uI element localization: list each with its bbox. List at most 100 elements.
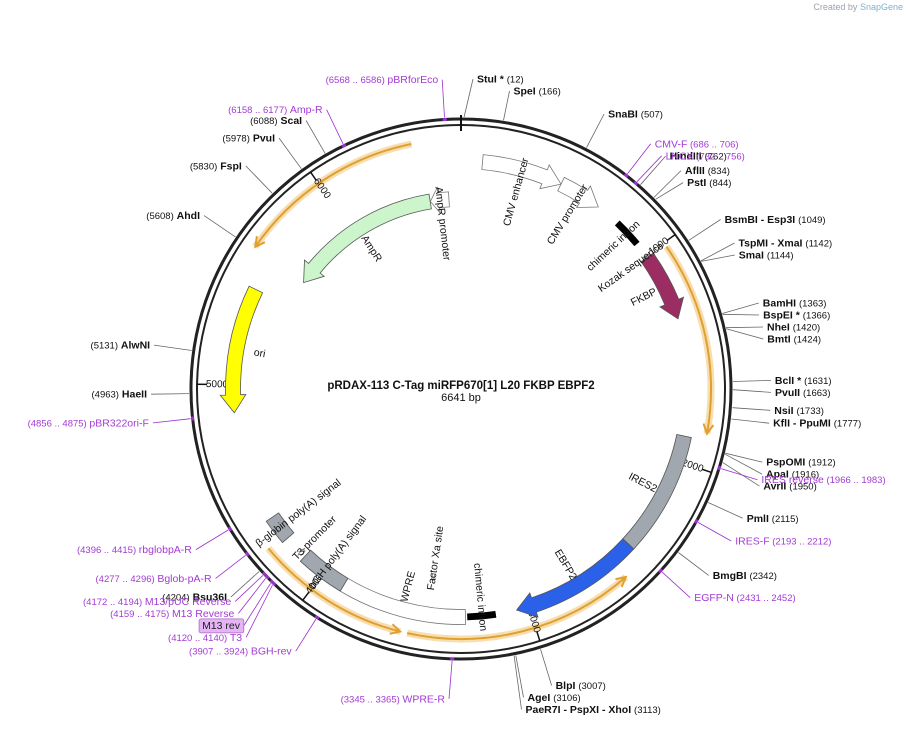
enzyme-nsii: NsiI (1733)	[774, 405, 824, 417]
enzyme-alwni: (5131) AlwNI	[91, 340, 151, 352]
tick-mark	[309, 171, 317, 181]
primer-leader	[636, 155, 662, 182]
enzyme-tspmi-xmai: TspMI - XmaI (1142)	[739, 238, 833, 250]
enzyme-leader	[655, 182, 684, 200]
primer-bglob-pa-r: (4277 .. 4296) Bglob-pA-R	[96, 573, 212, 585]
enzyme-leader	[503, 90, 510, 121]
primer-site-mark	[314, 615, 320, 620]
orf-glow	[252, 140, 413, 249]
orf-arc	[665, 246, 712, 434]
enzyme-leader	[305, 120, 326, 154]
enzyme-pmli: PmlI (2115)	[747, 513, 799, 525]
enzyme-leader	[150, 393, 190, 395]
feature-label-chimeric-intron: chimeric intron	[471, 563, 489, 632]
feature-chimeric-intron	[467, 610, 497, 621]
primer-site-mark	[227, 526, 233, 532]
primer-m13-puc-reverse: (4172 .. 4194) M13/pUC Reverse	[83, 596, 231, 608]
feature-cmv-enhancer	[481, 154, 562, 190]
enzyme-pspomi: PspOMI (1912)	[766, 457, 835, 469]
enzyme-bmgbi: BmgBI (2342)	[713, 570, 777, 582]
primer-leader	[243, 583, 271, 626]
enzyme-leader	[278, 137, 302, 170]
primer-site-mark	[244, 551, 250, 557]
feature-globin-poly-a-signal	[265, 512, 295, 544]
primer-site-mark	[623, 173, 629, 178]
feature-label-ires2: IRES2	[626, 470, 659, 495]
primer-leader	[295, 618, 317, 652]
enzyme-stui: StuI * (12)	[477, 74, 524, 86]
feature-label-ori: ori	[253, 347, 267, 361]
enzyme-leader	[724, 453, 763, 475]
enzyme-agei: AgeI (3106)	[528, 692, 581, 704]
enzyme-leader	[732, 380, 771, 382]
primer-site-mark	[264, 574, 270, 580]
primer-leader	[238, 578, 267, 614]
primer-leader	[215, 554, 246, 579]
enzyme-leader	[540, 648, 552, 686]
enzyme-spei: SpeI (166)	[514, 86, 561, 98]
tick-mark	[701, 468, 712, 474]
enzyme-leader	[515, 655, 524, 698]
enzyme-leader	[726, 328, 764, 340]
tick-mark	[536, 631, 541, 642]
m13-rev-box	[198, 618, 245, 634]
feature-factor-xa-site	[431, 573, 436, 581]
primer-cmv-f: CMV-F (686 .. 706)	[655, 138, 739, 150]
primer-pbrforeco: (6568 .. 6586) pBRforEco	[326, 74, 439, 86]
primer-leader	[661, 571, 691, 598]
enzyme-bsmbi-esp3i: BsmBI - Esp3I (1049)	[725, 214, 826, 226]
enzyme-pvui: (5978) PvuI	[222, 133, 275, 145]
plasmid-name: pRDAX-113 C-Tag miRFP670[1] L20 FKBP EBP…	[327, 380, 594, 392]
enzyme-hindiii: HindIII (762)	[670, 151, 727, 163]
enzyme-leader	[586, 113, 605, 148]
watermark-created-by: Created by	[813, 2, 858, 12]
enzyme-leader	[701, 254, 735, 262]
primer-leader	[245, 584, 273, 638]
feature-label-wpre: WPRE	[398, 570, 418, 604]
snapgene-logo-text: SnapGene	[859, 2, 903, 12]
primer-layer: CMV-F (686 .. 706)LNCX (732 .. 756)IRES …	[28, 74, 886, 705]
primer-leader	[627, 143, 652, 175]
orf-arc	[267, 547, 401, 633]
enzyme-leader	[700, 242, 735, 262]
feature-label-factor-xa-site: Factor Xa site	[425, 525, 446, 591]
feature-label-ampr-promoter: AmpR promoter	[432, 186, 452, 261]
enzyme-bcli: BclI * (1631)	[775, 375, 832, 387]
enzyme-apai: ApaI (1916)	[766, 469, 819, 481]
enzyme-leader	[725, 326, 764, 329]
primer-leader	[720, 468, 758, 481]
primer-t3: (4120 .. 4140) T3	[168, 632, 242, 644]
feature-chimeric-intron	[614, 220, 640, 247]
feature-label-fkbp: FKBP	[629, 286, 659, 309]
enzyme-avrii: AvrII (1950)	[763, 481, 816, 493]
enzyme-bamhi: BamHI (1363)	[763, 298, 827, 310]
primer-leader	[448, 660, 453, 699]
primer-site-mark	[261, 571, 267, 577]
primer-m13-rev: M13 rev	[202, 620, 241, 632]
enzyme-leader	[203, 215, 236, 238]
primer-leader	[152, 418, 191, 424]
enzyme-leader	[732, 407, 771, 411]
feature-label-ebfp2: EBFP2	[552, 547, 579, 582]
enzyme-leader	[732, 389, 772, 393]
primer-site-mark	[633, 180, 639, 186]
primer-ires-reverse: IRES reverse (1966 .. 1983)	[761, 474, 885, 486]
enzyme-bspei: BspEI * (1366)	[763, 310, 830, 322]
tick-label: 5000	[206, 379, 229, 390]
enzyme-leader	[722, 302, 759, 314]
enzyme-paer7i-pspxi-xhoi: PaeR7I - PspXI - XhoI (3113)	[526, 704, 661, 716]
enzyme-bmti: BmtI (1424)	[767, 334, 821, 346]
enzyme-leader	[688, 219, 721, 241]
enzyme-bsu36i: (4204) Bsu36I	[162, 591, 227, 603]
tick-mark	[302, 591, 310, 601]
feature-t3-promoter	[297, 547, 306, 557]
enzyme-leader	[678, 552, 709, 576]
enzyme-leader	[708, 502, 743, 519]
enzyme-aflii: AflII (834)	[685, 165, 730, 177]
plasmid-length: 6641 bp	[441, 392, 481, 404]
feature-ires2	[622, 434, 692, 550]
primer-ires-f: IRES-F (2193 .. 2212)	[735, 536, 831, 548]
primer-site-mark	[341, 143, 347, 148]
orf-arrowhead	[254, 236, 266, 249]
enzyme-leader	[513, 655, 522, 710]
